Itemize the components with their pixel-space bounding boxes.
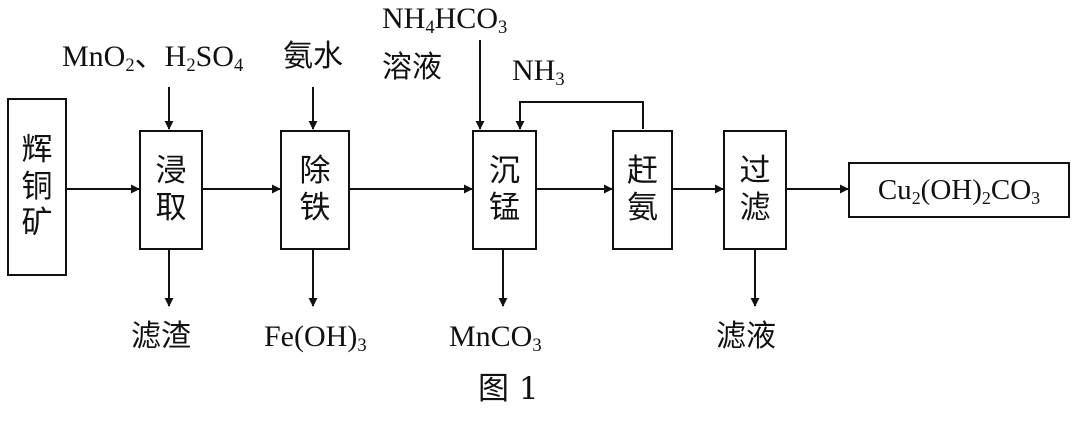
iron-hydroxide-label: Fe(OH)3 bbox=[264, 320, 367, 357]
iron-removal-label: 除铁 bbox=[299, 153, 331, 226]
ore-box: 辉铜矿 bbox=[7, 98, 67, 276]
filtrate-label: 滤液 bbox=[716, 319, 776, 354]
recycled-nh3-label: NH3 bbox=[512, 54, 565, 91]
leach-box: 浸取 bbox=[139, 130, 203, 250]
mn-precip-box: 沉锰 bbox=[472, 130, 537, 250]
nh3-strip-box: 赶氨 bbox=[612, 130, 673, 250]
bicarbonate-solution-label: 溶液 bbox=[382, 50, 442, 85]
leach-reagents-label: MnO2、H2SO4 bbox=[62, 40, 244, 77]
figure-caption: 图 1 bbox=[478, 371, 539, 407]
bicarbonate-label: NH4HCO3 bbox=[382, 2, 508, 39]
nh3-strip-label: 赶氨 bbox=[627, 153, 658, 226]
leach-residue-label: 滤渣 bbox=[131, 319, 191, 354]
ammonia-water-label: 氨水 bbox=[283, 39, 343, 74]
mn-precip-label: 沉锰 bbox=[489, 153, 520, 226]
product-box: Cu2(OH)2CO3 bbox=[848, 162, 1070, 218]
filtration-label: 过滤 bbox=[739, 153, 771, 226]
mn-carbonate-label: MnCO3 bbox=[449, 320, 542, 357]
ore-label: 辉铜矿 bbox=[21, 132, 53, 242]
iron-removal-box: 除铁 bbox=[280, 130, 350, 250]
product-label: Cu2(OH)2CO3 bbox=[877, 173, 1041, 208]
arrow-nh3-recycle bbox=[515, 101, 644, 130]
leach-label: 浸取 bbox=[155, 153, 187, 226]
filtration-box: 过滤 bbox=[723, 130, 787, 250]
